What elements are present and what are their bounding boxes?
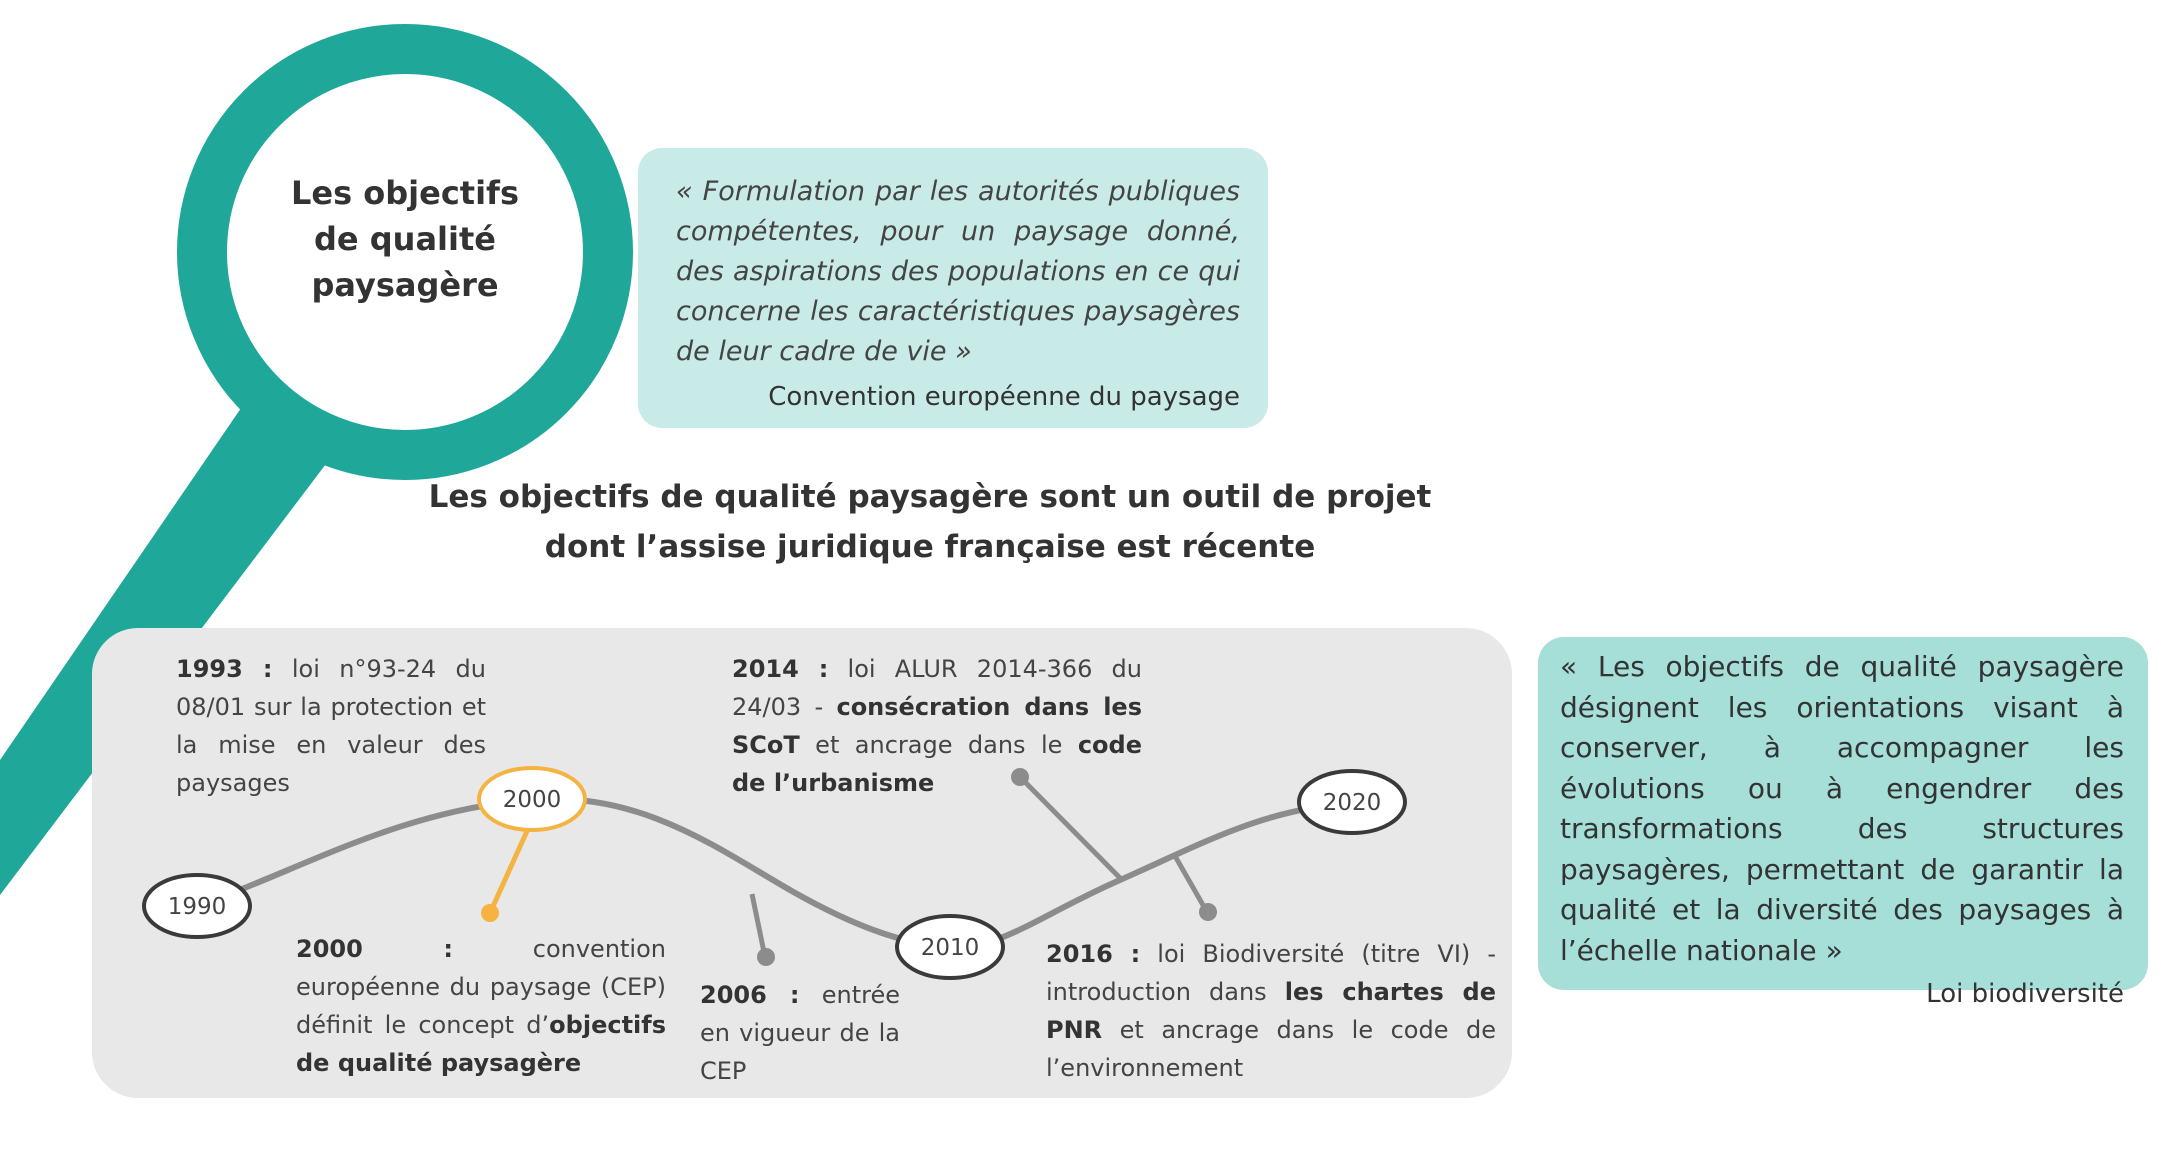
event-2000-text: convention européenne du paysage (CEP) d… [296, 935, 666, 1039]
node-label-2020: 2020 [1323, 790, 1382, 816]
node-label-1990: 1990 [168, 894, 227, 920]
connector-dot-2014 [1011, 768, 1029, 786]
timeline-curve [199, 795, 1351, 951]
event-2016: 2016 : loi Biodiversité (titre VI) - int… [1046, 935, 1496, 1087]
event-2016-emphasis: les chartes de PNR [1046, 978, 1496, 1044]
timeline-node-2020: 2020 [1297, 769, 1407, 835]
event-2006-year: 2006 : [700, 981, 800, 1009]
quote-loi-text: « Les objectifs de qualité paysagère dés… [1560, 650, 2124, 967]
event-1993-text: loi n°93-24 du 08/01 sur la protection e… [176, 655, 486, 797]
magnifier-ring [177, 24, 633, 480]
quote-cep-box: « Formulation par les autorités publique… [638, 148, 1268, 428]
quote-loi-box: « Les objectifs de qualité paysagère dés… [1538, 637, 2148, 1009]
magnifier-title: Les objectifs de qualité paysagère [290, 174, 520, 304]
timeline-node-2000: 2000 [477, 766, 587, 832]
timeline-node-2010: 2010 [895, 914, 1005, 980]
event-2014-text: loi ALUR 2014-366 du 24/03 - [732, 655, 1142, 721]
connector-dot-2000 [481, 904, 499, 922]
event-1993-year: 1993 : [176, 655, 273, 683]
node-label-2000: 2000 [503, 787, 562, 813]
event-2006: 2006 : entrée en vigueur de la CEP [700, 976, 900, 1090]
connector-2014 [1018, 775, 1124, 882]
event-2016-year: 2016 : [1046, 940, 1141, 968]
event-2014-text-2: et ancrage dans le [799, 731, 1078, 759]
quote-loi-source: Loi biodiversité [1926, 979, 2124, 1009]
event-2016-text-2: et ancrage dans le code de l’environneme… [1046, 1016, 1496, 1082]
event-2016-text: loi Biodiversité (titre VI) - introducti… [1046, 940, 1496, 1006]
headline: Les objectifs de qualité paysagère sont … [428, 479, 1432, 565]
event-2006-text: entrée en vigueur de la CEP [700, 981, 901, 1085]
event-2000-emphasis: objectifs de qualité paysagère [296, 1011, 666, 1077]
event-2000-year: 2000 : [296, 935, 453, 963]
connector-2000 [487, 818, 535, 915]
event-2000: 2000 : convention européenne du paysage … [296, 930, 666, 1082]
quote-cep-source: Convention européenne du paysage [768, 382, 1240, 412]
event-1993: 1993 : loi n°93-24 du 08/01 sur la prote… [176, 650, 486, 802]
event-2014-year: 2014 : [732, 655, 829, 683]
quote-cep-text: « Formulation par les autorités publique… [676, 176, 1240, 367]
connector-2016 [1172, 854, 1210, 914]
timeline-node-1990: 1990 [142, 873, 252, 939]
connector-dot-2006 [757, 948, 775, 966]
connector-2006 [749, 893, 768, 958]
event-2014: 2014 : loi ALUR 2014-366 du 24/03 - cons… [732, 650, 1142, 802]
event-2014-emphasis-code: code de l’urbanisme [732, 731, 1142, 797]
connector-dot-2016 [1199, 903, 1217, 921]
event-2014-emphasis-scot: consécration dans les SCoT [732, 693, 1142, 759]
timeline-panel [92, 628, 1512, 1098]
node-label-2010: 2010 [921, 935, 980, 961]
